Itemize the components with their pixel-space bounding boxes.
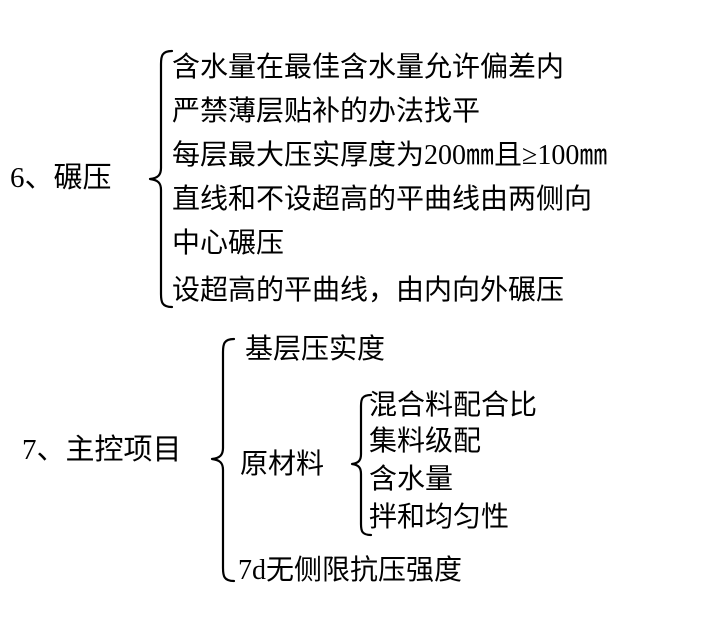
- group-7-subitem-1: 混合料配合比: [369, 390, 538, 421]
- group-6-item-3: 每层最大压实厚度为200㎜且≥100㎜: [172, 140, 608, 171]
- group-7-item-2: 7d无侧限抗压强度: [238, 555, 463, 586]
- group-6-brace: [146, 48, 176, 310]
- group-6-label: 6、碾压: [10, 162, 112, 194]
- group-6-item-4: 直线和不设超高的平曲线由两侧向: [172, 184, 593, 215]
- group-6-item-2: 严禁薄层贴补的办法找平: [172, 96, 481, 127]
- group-7-subitem-4: 拌和均匀性: [369, 502, 510, 533]
- group-7-subgroup-label: 原材料: [240, 449, 325, 480]
- group-6-item-1: 含水量在最佳含水量允许偏差内: [172, 52, 565, 83]
- group-7-item-1: 基层压实度: [245, 334, 386, 365]
- group-6-item-5: 中心碾压: [172, 228, 285, 259]
- group-7-subitem-2: 集料级配: [369, 426, 482, 457]
- group-6-item-6: 设超高的平曲线，由内向外碾压: [172, 275, 565, 306]
- group-7-brace: [208, 336, 238, 584]
- group-7-subitem-3: 含水量: [369, 464, 454, 495]
- group-7-label: 7、主控项目: [22, 434, 182, 466]
